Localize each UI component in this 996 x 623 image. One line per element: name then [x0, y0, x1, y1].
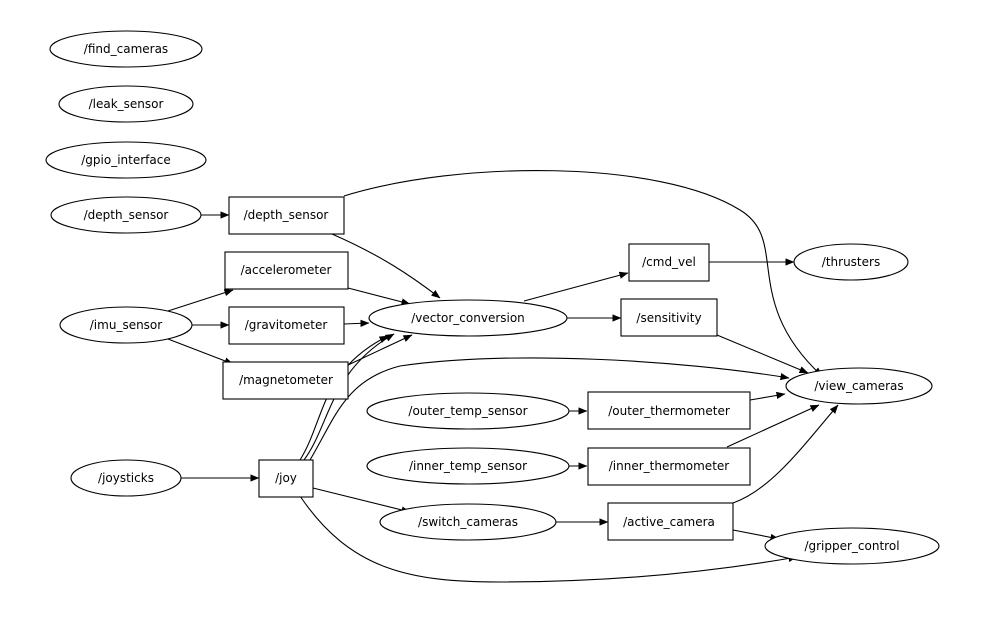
node-ellipse: [59, 306, 193, 344]
node-label: /imu_sensor: [90, 318, 163, 332]
topic-label: /gravitometer: [245, 318, 328, 332]
topic-label: /depth_sensor: [244, 208, 329, 222]
edge-joy-to-view-cameras: [309, 357, 790, 461]
topic-box: [228, 196, 345, 235]
node-gripper-control[interactable]: /gripper_control: [764, 527, 940, 565]
edge-joy-to-gripper-control: [299, 495, 798, 583]
topic-label: /sensitivity: [636, 311, 701, 325]
node-label: /inner_temp_sensor: [409, 459, 527, 473]
node-depth-sensor[interactable]: /depth_sensor: [50, 196, 202, 234]
node-label: /gripper_control: [804, 539, 899, 553]
topic-cmd-vel[interactable]: /cmd_vel: [628, 243, 710, 282]
node-label: /outer_temp_sensor: [408, 404, 527, 418]
edge-depth-sensor-topic-to-vector-conversion: [331, 233, 441, 299]
node-label: /depth_sensor: [84, 208, 169, 222]
node-label: /vector_conversion: [411, 311, 525, 325]
node-inner-temp-sensor[interactable]: /inner_temp_sensor: [366, 447, 570, 485]
edge-magnetometer-to-vector-conversion: [347, 334, 413, 366]
edge-joy-to-switch-cameras: [312, 487, 411, 514]
topic-label: /active_camera: [623, 515, 715, 529]
node-imu-sensor[interactable]: /imu_sensor: [59, 306, 193, 344]
edge-imu-sensor-to-magnetometer: [167, 338, 234, 365]
edge-active-camera-to-view-cameras: [732, 404, 839, 504]
topic-active-camera[interactable]: /active_camera: [607, 502, 734, 541]
topic-inner-thermometer[interactable]: /inner_thermometer: [587, 447, 751, 486]
topic-label: /inner_thermometer: [609, 459, 730, 473]
node-switch-cameras[interactable]: /switch_cameras: [379, 503, 557, 541]
node-ellipse: [50, 196, 202, 234]
node-label: /switch_cameras: [418, 515, 518, 529]
edge-depth-sensor-topic-to-view-cameras: [343, 170, 823, 377]
edge-inner-thermometer-to-view-cameras: [726, 404, 820, 448]
node-gpio-interface[interactable]: /gpio_interface: [45, 141, 207, 179]
node-ellipse: [58, 85, 194, 123]
node-ellipse: [764, 527, 940, 565]
topic-label: /magnetometer: [239, 373, 333, 387]
topic-joy[interactable]: /joy: [258, 459, 314, 498]
node-label: /joysticks: [98, 471, 154, 485]
node-outer-temp-sensor[interactable]: /outer_temp_sensor: [366, 392, 570, 430]
topic-box: [620, 298, 718, 337]
node-ellipse: [785, 367, 933, 405]
node-view-cameras[interactable]: /view_cameras: [785, 367, 933, 405]
node-ellipse: [793, 243, 909, 281]
edges: [167, 170, 839, 583]
node-ellipse: [366, 392, 570, 430]
topic-box: [224, 251, 349, 290]
node-ellipse: [368, 299, 568, 337]
topic-box: [587, 391, 751, 430]
topic-magnetometer[interactable]: /magnetometer: [222, 361, 349, 400]
topic-label: /cmd_vel: [642, 255, 696, 269]
node-leak-sensor[interactable]: /leak_sensor: [58, 85, 194, 123]
edge-outer-thermometer-to-view-cameras: [749, 391, 786, 401]
edge-accelerometer-to-vector-conversion: [347, 287, 411, 306]
topic-box: [228, 306, 345, 345]
node-label: /gpio_interface: [81, 153, 170, 167]
node-vector-conversion[interactable]: /vector_conversion: [368, 299, 568, 337]
edge-sensitivity-to-view-cameras: [716, 334, 809, 374]
topic-label: /joy: [275, 471, 297, 485]
node-label: /find_cameras: [84, 42, 168, 56]
topic-box: [628, 243, 710, 282]
topic-box: [607, 502, 734, 541]
node-ellipse: [366, 447, 570, 485]
edge-imu-sensor-to-accelerometer: [167, 289, 234, 312]
node-joysticks[interactable]: /joysticks: [70, 459, 182, 497]
edge-gravitometer-to-vector-conversion: [343, 319, 370, 327]
node-label: /leak_sensor: [89, 97, 164, 111]
topic-depth-sensor[interactable]: /depth_sensor: [228, 196, 345, 235]
node-ellipse: [70, 459, 182, 497]
topic-box: [222, 361, 349, 400]
topic-sensitivity[interactable]: /sensitivity: [620, 298, 718, 337]
edge-vector-conversion-to-cmd-vel: [523, 271, 629, 302]
topic-accelerometer[interactable]: /accelerometer: [224, 251, 349, 290]
node-ellipse: [379, 503, 557, 541]
topic-box: [587, 447, 751, 486]
node-label: /view_cameras: [814, 379, 903, 393]
topic-label: /accelerometer: [241, 263, 332, 277]
node-ellipse: [49, 30, 203, 68]
node-label: /thrusters: [822, 255, 880, 269]
topic-gravitometer[interactable]: /gravitometer: [228, 306, 345, 345]
node-ellipse: [45, 141, 207, 179]
node-thrusters[interactable]: /thrusters: [793, 243, 909, 281]
node-find-cameras[interactable]: /find_cameras: [49, 30, 203, 68]
edge-active-camera-to-gripper-control: [732, 529, 780, 541]
topic-outer-thermometer[interactable]: /outer_thermometer: [587, 391, 751, 430]
topic-box: [258, 459, 314, 498]
topic-label: /outer_thermometer: [608, 404, 730, 418]
